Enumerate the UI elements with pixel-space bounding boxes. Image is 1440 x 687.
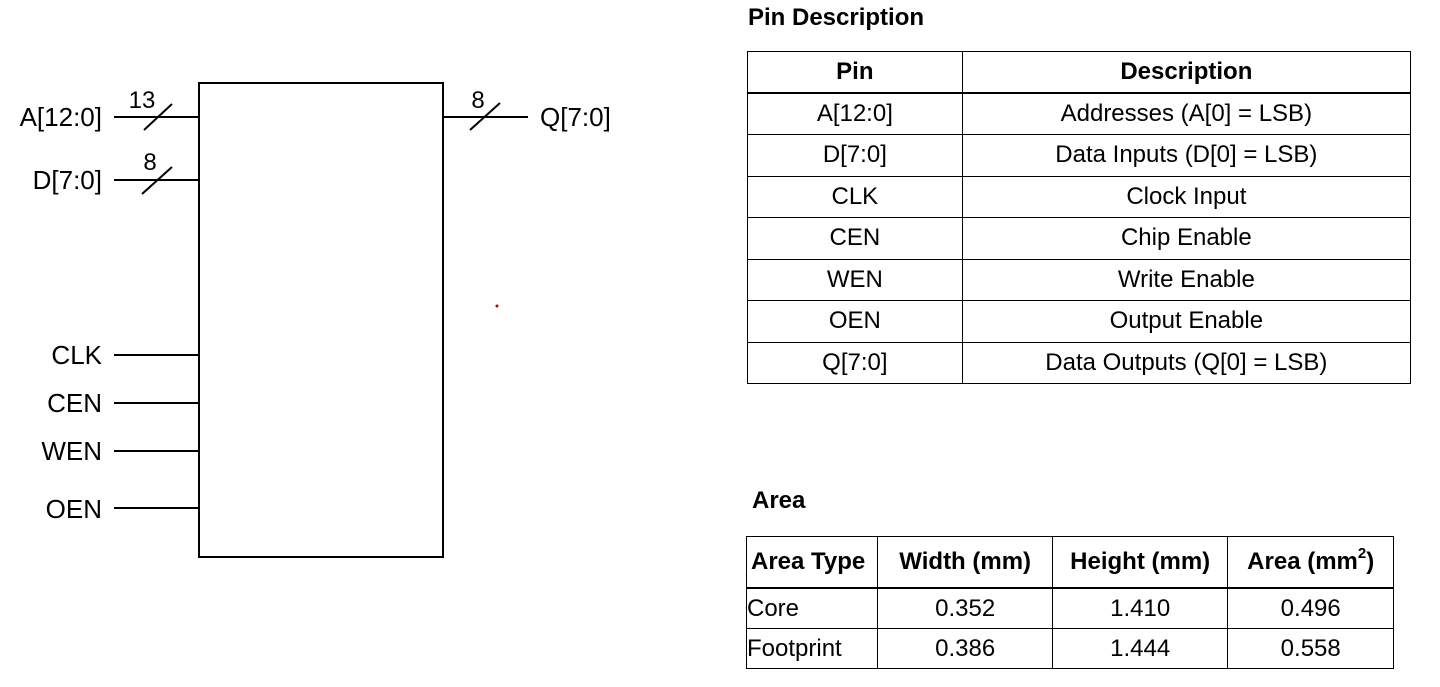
cell-width: 0.386 (877, 628, 1053, 669)
pin-a-label: A[12:0] (20, 102, 102, 132)
pin-a-bus: A[12:0] 13 (20, 87, 199, 132)
pin-wen-label: WEN (41, 436, 102, 466)
pin-cen-label: CEN (47, 388, 102, 418)
table-row: WEN Write Enable (747, 258, 1412, 301)
memory-block-diagram: A[12:0] 13 D[7:0] 8 CLK CEN WEN OEN 8 Q[… (20, 82, 611, 558)
table-row: D[7:0] Data Inputs (D[0] = LSB) (747, 134, 1412, 177)
pin-d-width: 8 (143, 149, 156, 176)
header-area-prefix: Area (mm (1247, 548, 1358, 575)
table-row: Footprint 0.386 1.444 0.558 (745, 628, 1394, 669)
cell-area-type: Core (745, 587, 879, 629)
table-row: OEN Output Enable (747, 300, 1412, 343)
table-row: Q[7:0] Data Outputs (Q[0] = LSB) (747, 341, 1412, 384)
table-row: CEN Chip Enable (747, 217, 1412, 260)
pin-wen: WEN (41, 436, 199, 466)
cell-description: Data Inputs (D[0] = LSB) (961, 134, 1412, 177)
bus-slash (141, 166, 173, 195)
cell-description: Chip Enable (961, 217, 1412, 260)
stray-dot (495, 304, 499, 308)
pin-oen-label: OEN (46, 494, 102, 524)
cell-pin: OEN (747, 300, 963, 343)
cell-pin: A[12:0] (747, 92, 963, 135)
pin-description-table: Pin Description A[12:0] Addresses (A[0] … (747, 51, 1412, 384)
bus-slash (143, 103, 173, 131)
header-width: Width (mm) (877, 536, 1053, 589)
cell-description: Write Enable (961, 258, 1412, 301)
header-pin: Pin (747, 51, 963, 94)
cell-area: 0.558 (1227, 628, 1394, 669)
bus-slash (469, 102, 501, 131)
pin-cen: CEN (47, 388, 199, 418)
cell-area-type: Footprint (745, 628, 879, 669)
table-row: CLK Clock Input (747, 175, 1412, 218)
pin-q-width: 8 (471, 87, 484, 114)
area-table: Area Type Width (mm) Height (mm) Area (m… (745, 536, 1394, 669)
table-row: Core 0.352 1.410 0.496 (745, 587, 1394, 629)
table-header-row: Area Type Width (mm) Height (mm) Area (m… (745, 536, 1394, 589)
header-height: Height (mm) (1051, 536, 1229, 589)
header-area-suffix: ) (1366, 548, 1375, 575)
header-area-type: Area Type (745, 536, 879, 589)
cell-area: 0.496 (1227, 587, 1394, 629)
pin-q-label: Q[7:0] (540, 102, 611, 132)
pin-d-label: D[7:0] (33, 165, 102, 195)
cell-height: 1.410 (1051, 587, 1229, 629)
header-description: Description (961, 51, 1412, 94)
cell-height: 1.444 (1051, 628, 1229, 669)
cell-description: Clock Input (961, 175, 1412, 218)
cell-description: Output Enable (961, 300, 1412, 343)
pin-q-bus: 8 Q[7:0] (443, 87, 611, 132)
header-area-sup: 2 (1357, 545, 1367, 562)
pin-oen: OEN (46, 494, 199, 524)
area-title: Area (752, 487, 806, 514)
cell-description: Addresses (A[0] = LSB) (961, 92, 1412, 135)
cell-pin: D[7:0] (747, 134, 963, 177)
pin-description-title: Pin Description (748, 4, 925, 31)
cell-pin: Q[7:0] (747, 341, 963, 384)
pin-clk: CLK (51, 340, 199, 370)
pin-d-bus: D[7:0] 8 (33, 149, 199, 195)
cell-width: 0.352 (877, 587, 1053, 629)
cell-pin: CLK (747, 175, 963, 218)
pin-a-width: 13 (129, 87, 156, 114)
cell-description: Data Outputs (Q[0] = LSB) (961, 341, 1412, 384)
pin-clk-label: CLK (51, 340, 102, 370)
header-area: Area (mm2) (1227, 536, 1394, 589)
memory-block (198, 82, 444, 558)
cell-pin: CEN (747, 217, 963, 260)
table-row: A[12:0] Addresses (A[0] = LSB) (747, 92, 1412, 135)
cell-pin: WEN (747, 258, 963, 301)
table-header-row: Pin Description (747, 51, 1412, 94)
